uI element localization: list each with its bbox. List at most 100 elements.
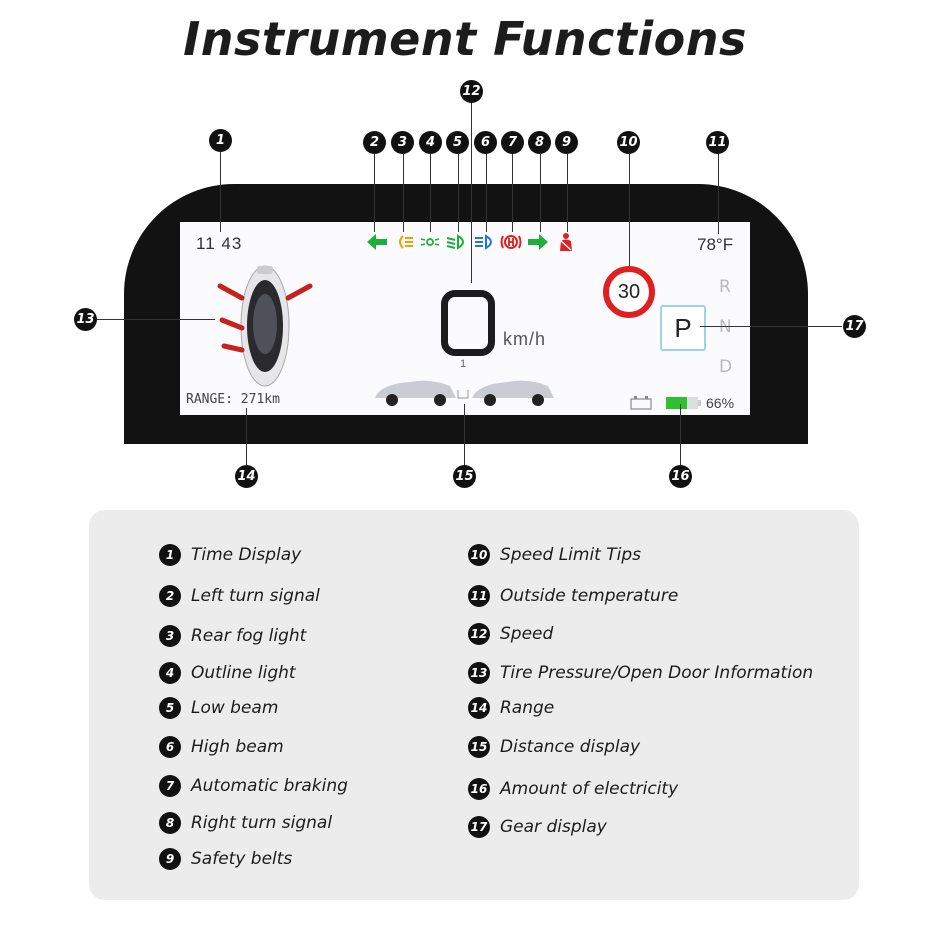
callout-1: 1 [209,129,232,152]
legend-badge: 8 [159,812,181,834]
leader-line [567,154,568,232]
legend-label: Amount of electricity [500,779,679,799]
legend-label: Speed [500,624,554,644]
legend-item: 10 Speed Limit Tips [468,544,641,566]
legend-badge: 10 [468,544,490,566]
automatic-braking-icon [500,231,522,253]
callout-2: 2 [363,131,386,154]
legend-label: Time Display [191,545,302,565]
legend-label: Low beam [191,698,279,718]
battery-percent: 66% [706,395,735,411]
legend-label: Outside temperature [500,586,679,606]
speed-limit-value: 30 [617,280,641,303]
legend-badge: 6 [159,736,181,758]
speed-limit-sign: 30 [603,266,655,318]
legend-label: Rear fog light [191,626,307,646]
outline-light-icon [419,231,441,253]
leader-line [458,154,459,232]
low-beam-icon [446,231,468,253]
callout-8: 8 [528,131,551,154]
range-display: RANGE: 271km [186,392,280,407]
callout-5: 5 [446,131,469,154]
speed-display: 0 [441,290,495,356]
legend-label: Outline light [191,663,296,683]
legend-badge: 17 [468,816,490,838]
legend-item: 4 Outline light [159,662,296,684]
legend-badge: 13 [468,662,490,684]
left-turn-arrow-icon [366,231,388,253]
gear-n: N [719,317,732,337]
leader-line [374,154,375,232]
callout-17: 17 [843,315,866,338]
leader-line [629,154,630,266]
callout-16: 16 [669,465,692,488]
legend-badge: 16 [468,778,490,800]
leader-line [680,404,681,466]
callout-3: 3 [391,131,414,154]
leader-line [512,154,513,232]
callout-11: 11 [706,131,729,154]
callout-12: 12 [460,80,483,103]
lane-number: 1 [460,358,467,370]
legend-label: Tire Pressure/Open Door Information [500,663,814,683]
leader-line [486,154,487,232]
callout-9: 9 [555,131,578,154]
legend-label: Safety belts [191,849,293,869]
legend-item: 8 Right turn signal [159,812,332,834]
legend-label: Range [500,698,555,718]
callout-15: 15 [453,465,476,488]
legend-item: 17 Gear display [468,816,607,838]
legend-item: 5 Low beam [159,697,278,719]
rear-fog-light-icon [394,231,416,253]
legend-label: Gear display [500,817,607,837]
gear-p-selected: P [660,305,706,351]
leader-line [97,319,215,320]
distance-cars-icon [375,380,554,406]
callout-4: 4 [419,131,442,154]
leader-line [464,404,465,466]
leader-line [718,154,719,234]
callout-7: 7 [501,131,524,154]
indicator-bar [366,231,586,253]
legend-badge: 14 [468,697,490,719]
legend-badge: 4 [159,662,181,684]
high-beam-icon [474,231,496,253]
gear-r: R [719,277,731,297]
legend-badge: 9 [159,848,181,870]
legend-item: 11 Outside temperature [468,585,678,607]
speed-unit: km/h [503,329,547,349]
legend-badge: 5 [159,697,181,719]
callout-10: 10 [617,131,640,154]
gear-p-label: P [674,312,692,343]
leader-line [403,154,404,232]
legend-label: Automatic braking [191,776,348,796]
legend-badge: 11 [468,585,490,607]
legend-badge: 1 [159,544,181,566]
legend-label: High beam [191,737,284,757]
legend-label: Speed Limit Tips [500,545,641,565]
legend-label: Right turn signal [191,813,333,833]
battery-level-icon [666,397,701,409]
car-battery-icon [630,396,652,410]
legend-item: 9 Safety belts [159,848,292,870]
legend-item: 13 Tire Pressure/Open Door Information [468,662,813,684]
outside-temperature: 78°F [697,235,734,254]
callout-13: 13 [74,308,97,331]
legend-item: 6 High beam [159,736,284,758]
leader-line [471,103,472,283]
leader-line [540,154,541,232]
right-turn-arrow-icon [527,231,549,253]
legend-label: Distance display [500,737,641,757]
car-top-view-icon [217,265,313,387]
leader-line [700,326,842,327]
legend-badge: 2 [159,585,181,607]
leader-line [220,152,221,232]
legend-item: 16 Amount of electricity [468,778,678,800]
legend-item: 14 Range [468,697,554,719]
